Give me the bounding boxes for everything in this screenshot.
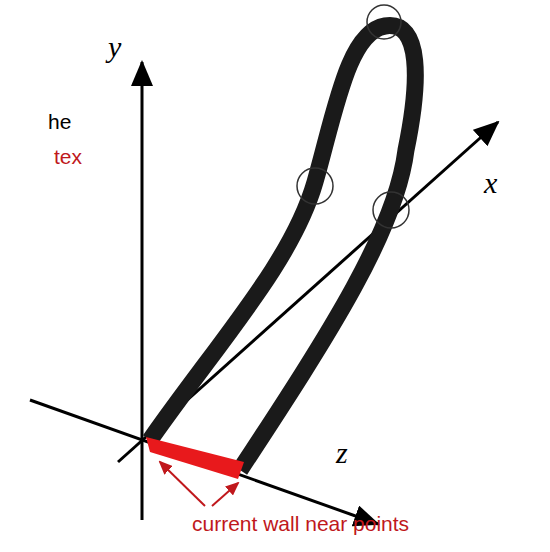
vortex-tube xyxy=(150,26,415,470)
leader-arrow xyxy=(212,483,238,506)
cropped-text: tex xyxy=(54,145,82,168)
axis-label: y xyxy=(108,30,121,63)
y-axis xyxy=(141,62,144,520)
axis-label: x xyxy=(484,166,497,199)
leader-arrow xyxy=(160,462,205,506)
cropped-text: he xyxy=(48,110,71,133)
annotation-label: current wall near points xyxy=(192,512,409,535)
cross-section-circle xyxy=(373,192,409,228)
cross-section-circle xyxy=(297,168,333,204)
wall-band xyxy=(146,437,244,479)
z-axis xyxy=(30,400,378,524)
axis-label: z xyxy=(336,436,348,469)
cross-section-circle xyxy=(367,5,401,39)
